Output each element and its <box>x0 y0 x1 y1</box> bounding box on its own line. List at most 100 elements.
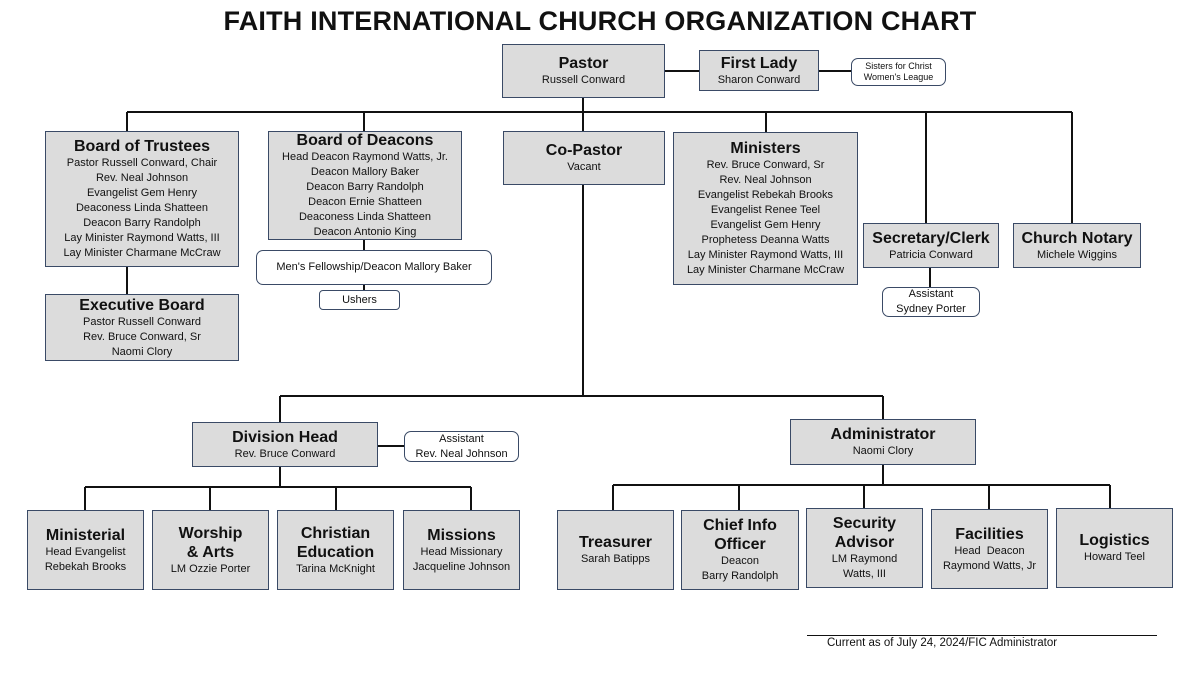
footer-rule <box>807 635 1157 636</box>
first-lady-title: First Lady <box>720 54 798 72</box>
deacon-member: Deacon Barry Randolph <box>306 181 424 193</box>
division-head-box: Division Head Rev. Bruce Conward <box>192 422 378 467</box>
ushers-box: Ushers <box>319 290 400 310</box>
ministerial-title: Ministerial <box>45 526 126 544</box>
facilities-name: Raymond Watts, Jr <box>942 559 1037 572</box>
worship-title-2: & Arts <box>186 543 235 561</box>
administrator-title: Administrator <box>830 426 936 443</box>
facilities-role: Head Deacon <box>954 544 1025 557</box>
deacon-member: Head Deacon Raymond Watts, Jr. <box>282 151 448 163</box>
logistics-name: Howard Teel <box>1084 551 1145 563</box>
sisters-line1: Sisters for Christ <box>865 61 932 71</box>
cio-name: Barry Randolph <box>701 570 779 582</box>
administrator-box: Administrator Naomi Clory <box>790 419 976 465</box>
minister-member: Lay Minister Raymond Watts, III <box>687 249 844 261</box>
cio-role: Deacon <box>721 555 759 567</box>
facilities-title: Facilities <box>955 525 1024 543</box>
footer-note: Current as of July 24, 2024/FIC Administ… <box>827 637 1058 649</box>
security-name-2: Watts, III <box>843 568 886 580</box>
first-lady-box: First Lady Sharon Conward <box>699 50 819 91</box>
co-pastor-name: Vacant <box>567 161 601 173</box>
chart-title: FAITH INTERNATIONAL CHURCH ORGANIZATION … <box>223 6 977 36</box>
chief-info-officer-box: Chief Info Officer Deacon Barry Randolph <box>681 510 799 590</box>
minister-member: Evangelist Rebekah Brooks <box>697 189 834 201</box>
treasurer-title: Treasurer <box>579 534 652 551</box>
ministerial-name: Rebekah Brooks <box>44 560 127 573</box>
co-pastor-title: Co-Pastor <box>545 142 623 159</box>
ministerial-role: Head Evangelist <box>45 545 126 558</box>
security-advisor-box: Security Advisor LM Raymond Watts, III <box>806 508 923 588</box>
secretary-assistant-label: Assistant <box>908 288 954 300</box>
deacon-member: Deacon Antonio King <box>313 226 417 238</box>
deacon-member: Deacon Mallory Baker <box>310 166 420 178</box>
minister-member: Evangelist Renee Teel <box>710 204 821 216</box>
trustee-member: Lay Minister Charmane McCraw <box>63 247 221 259</box>
christian-ed-title: Christian <box>300 524 371 542</box>
secretary-assistant-box: Assistant Sydney Porter <box>882 287 980 317</box>
worship-name: LM Ozzie Porter <box>170 562 251 575</box>
worship-title: Worship <box>178 524 243 542</box>
sisters-womens-league-box: Sisters for Christ Women's League <box>851 58 946 86</box>
board-of-trustees-box: Board of Trustees Pastor Russell Conward… <box>45 131 239 267</box>
trustee-member: Evangelist Gem Henry <box>86 187 198 199</box>
minister-member: Evangelist Gem Henry <box>710 219 821 231</box>
executive-member: Rev. Bruce Conward, Sr <box>83 330 201 343</box>
ushers-label: Ushers <box>342 293 377 306</box>
security-title: Security <box>832 515 897 532</box>
deacons-title: Board of Deacons <box>296 132 434 149</box>
pastor-name: Russell Conward <box>541 74 626 86</box>
co-pastor-box: Co-Pastor Vacant <box>503 131 665 185</box>
sisters-line2: Women's League <box>863 72 934 82</box>
deacon-member: Deaconess Linda Shatteen <box>298 211 432 223</box>
trustee-member: Lay Minister Raymond Watts, III <box>64 232 220 244</box>
trustee-member: Deaconess Linda Shatteen <box>75 202 209 214</box>
trustee-member: Rev. Neal Johnson <box>95 172 189 184</box>
christian-education-box: Christian Education Tarina McKnight <box>277 510 394 590</box>
cio-title-2: Officer <box>714 536 766 553</box>
logistics-title: Logistics <box>1079 532 1150 549</box>
minister-member: Lay Minister Charmane McCraw <box>686 264 845 276</box>
christian-ed-title-2: Education <box>296 543 375 561</box>
trustee-member: Deacon Barry Randolph <box>83 217 201 229</box>
minister-member: Rev. Bruce Conward, Sr <box>706 159 825 171</box>
secretary-clerk-box: Secretary/Clerk Patricia Conward <box>863 223 999 268</box>
division-assistant-label: Assistant <box>439 432 484 445</box>
cio-title: Chief Info <box>703 517 777 534</box>
ministers-title: Ministers <box>730 140 801 157</box>
division-head-title: Division Head <box>232 428 338 446</box>
division-head-name: Rev. Bruce Conward <box>234 447 336 460</box>
division-assistant-name: Rev. Neal Johnson <box>415 447 508 460</box>
security-name-1: LM Raymond <box>831 553 898 565</box>
treasurer-name: Sarah Batipps <box>580 553 651 565</box>
ministers-box: Ministers Rev. Bruce Conward, Sr Rev. Ne… <box>673 132 858 285</box>
worship-arts-box: Worship & Arts LM Ozzie Porter <box>152 510 269 590</box>
pastor-box: Pastor Russell Conward <box>502 44 665 98</box>
administrator-name: Naomi Clory <box>852 445 914 457</box>
notary-title: Church Notary <box>1021 229 1133 247</box>
pastor-title: Pastor <box>558 55 609 72</box>
secretary-name: Patricia Conward <box>889 248 973 261</box>
missions-name: Jacqueline Johnson <box>412 560 511 573</box>
division-assistant-box: Assistant Rev. Neal Johnson <box>404 431 519 462</box>
mens-fellowship-label: Men's Fellowship/Deacon Mallory Baker <box>276 261 472 273</box>
trustees-title: Board of Trustees <box>73 138 211 155</box>
treasurer-box: Treasurer Sarah Batipps <box>557 510 674 590</box>
executive-member: Naomi Clory <box>111 345 173 358</box>
missions-box: Missions Head Missionary Jacqueline John… <box>403 510 520 590</box>
security-title-2: Advisor <box>834 534 895 551</box>
notary-name: Michele Wiggins <box>1036 248 1118 261</box>
christian-ed-name: Tarina McKnight <box>296 562 375 575</box>
mens-fellowship-box: Men's Fellowship/Deacon Mallory Baker <box>256 250 492 285</box>
executive-board-box: Executive Board Pastor Russell Conward R… <box>45 294 239 361</box>
logistics-box: Logistics Howard Teel <box>1056 508 1173 588</box>
trustee-member: Pastor Russell Conward, Chair <box>66 157 218 169</box>
secretary-title: Secretary/Clerk <box>872 229 990 247</box>
first-lady-name: Sharon Conward <box>717 73 801 86</box>
deacon-member: Deacon Ernie Shatteen <box>308 196 422 208</box>
board-of-deacons-box: Board of Deacons Head Deacon Raymond Wat… <box>268 131 462 240</box>
missions-title: Missions <box>427 526 496 544</box>
church-notary-box: Church Notary Michele Wiggins <box>1013 223 1141 268</box>
executive-title: Executive Board <box>79 296 205 314</box>
